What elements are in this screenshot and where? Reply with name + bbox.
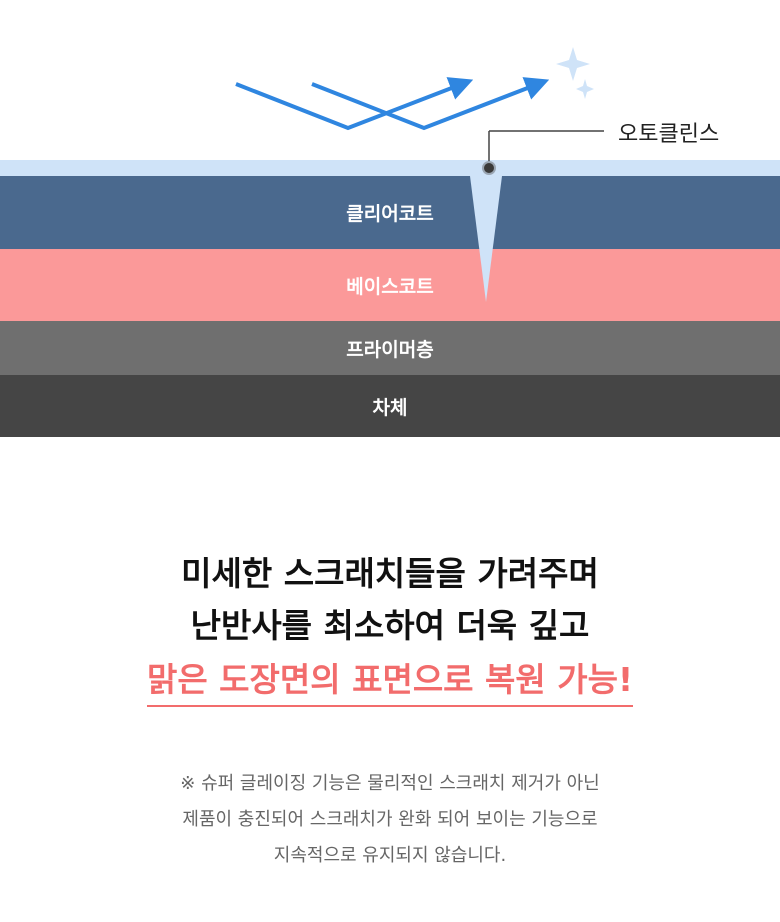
note-line-2: 제품이 충진되어 스크래치가 완화 되어 보이는 기능으로 xyxy=(182,809,598,830)
note-line-3: 지속적으로 유지되지 않습니다. xyxy=(273,845,507,866)
headline: 미세한 스크래치들을 가려주며 난반사를 최소하여 더욱 깊고 맑은 도장면의 … xyxy=(0,548,780,712)
base-coat-label: 베이스코트 xyxy=(346,275,434,298)
primer-label: 프라이머층 xyxy=(346,338,434,361)
clear-coat-layer: 클리어코트 xyxy=(0,176,780,249)
scratch-icon xyxy=(470,176,502,302)
base-coat-layer: 베이스코트 xyxy=(0,249,780,321)
headline-line-2: 난반사를 최소하여 더욱 깊고 xyxy=(190,606,590,645)
headline-line-1: 미세한 스크래치들을 가려주며 xyxy=(181,554,599,593)
primer-layer: 프라이머층 xyxy=(0,321,780,375)
callout-dot-icon xyxy=(482,161,496,175)
reflection-arrow-icon xyxy=(235,77,550,131)
autoclean-callout-label: 오토클린스 xyxy=(618,122,720,147)
paint-layer-diagram: 클리어코트 베이스코트 프라이머층 차체 오토클린스 xyxy=(0,0,780,440)
headline-line-3-wrap: 맑은 도장면의 표면으로 복원 가능! xyxy=(0,652,780,712)
sparkle-icon xyxy=(556,47,594,99)
disclaimer-note: ※ 슈퍼 글레이징 기능은 물리적인 스크래치 제거가 아닌 제품이 충진되어 … xyxy=(0,766,780,874)
clear-coat-label: 클리어코트 xyxy=(346,203,434,225)
headline-accent-line: 맑은 도장면의 표면으로 복원 가능! xyxy=(146,655,634,707)
protective-film-layer xyxy=(0,160,780,176)
diagram-overlay xyxy=(235,47,604,302)
car-body-label: 차체 xyxy=(372,396,408,419)
note-line-1: ※ 슈퍼 글레이징 기능은 물리적인 스크래치 제거가 아닌 xyxy=(180,773,600,794)
car-body-layer: 차체 xyxy=(0,375,780,437)
